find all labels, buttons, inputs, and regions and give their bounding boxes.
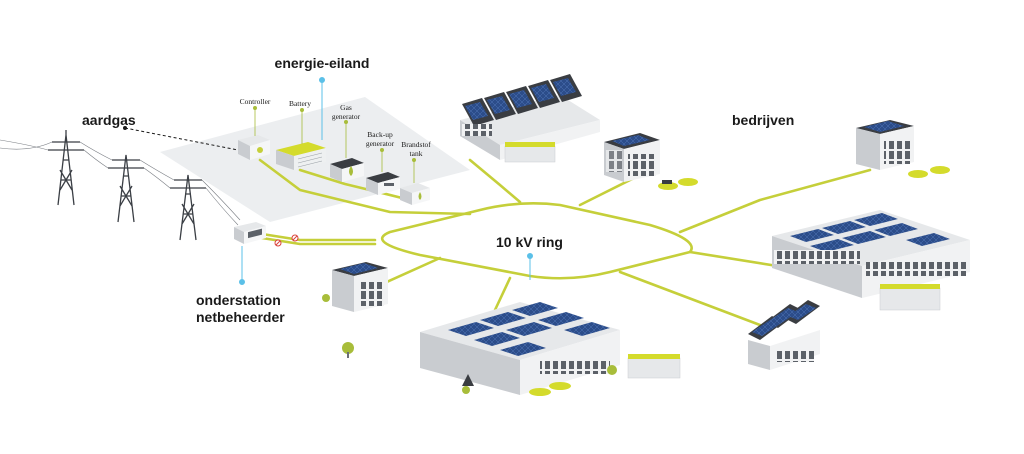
- label-fuel-1: Brandstof: [401, 140, 431, 149]
- cable-island-bus: [298, 168, 412, 202]
- controller-unit: [238, 135, 270, 160]
- solar-panel-icon: [465, 102, 488, 120]
- label-gas-gen-2: generator: [332, 112, 361, 121]
- office-northeast: [856, 120, 914, 170]
- solar-panel-icon: [564, 322, 610, 336]
- cable-small-factory: [618, 270, 762, 327]
- solar-panel-icon: [788, 304, 816, 320]
- solar-panel-icon: [752, 320, 780, 336]
- label-energy-island: energie-eiland: [275, 55, 370, 71]
- tree-icon: [322, 294, 354, 358]
- cable-office-ne: [678, 168, 872, 234]
- label-companies: bedrijven: [732, 112, 794, 128]
- solar-panel-icon: [500, 342, 546, 356]
- battery-icon: [276, 142, 326, 170]
- solar-panel-icon: [770, 308, 798, 324]
- cable-warehouse: [493, 276, 512, 312]
- label-substation-line2: netbeheerder: [196, 309, 285, 325]
- solar-panel-icon: [509, 90, 532, 108]
- label-10kv-ring: 10 kV ring: [496, 234, 563, 250]
- 10kv-ring: [380, 202, 693, 280]
- cable-island-ring: [258, 158, 472, 216]
- gas-pipeline: [124, 127, 239, 151]
- solar-panel-icon: [474, 332, 520, 346]
- office-left: [332, 262, 388, 312]
- cable-office-left: [378, 256, 442, 287]
- fuel-tank-unit: [400, 183, 430, 205]
- car-icon: [658, 178, 698, 190]
- label-battery: Battery: [289, 99, 311, 108]
- solar-panel-icon: [480, 312, 526, 326]
- solar-panel-icon: [810, 239, 854, 252]
- factory-northwest: [460, 74, 600, 163]
- solar-panel-icon: [854, 213, 898, 226]
- pylon-icon: [170, 174, 206, 241]
- label-backup-1: Back-up: [367, 130, 393, 139]
- car-icon: [908, 166, 950, 178]
- solar-panel-icon: [553, 78, 576, 96]
- office-middle: [604, 133, 660, 182]
- pylon-icon: [108, 154, 144, 223]
- solar-panel-icon: [874, 223, 918, 236]
- label-gas-gen-1: Gas: [340, 103, 352, 112]
- solar-panel-icon: [531, 84, 554, 102]
- solar-panel-icon: [612, 135, 650, 146]
- solar-panel-icon: [790, 229, 834, 242]
- solar-panel-icon: [512, 302, 558, 316]
- factory-southeast: [748, 300, 820, 370]
- label-controller: Controller: [240, 97, 271, 106]
- power-lines: [0, 139, 241, 226]
- solar-panel-icon: [822, 221, 866, 234]
- solar-panel-icon: [842, 231, 886, 244]
- pylon-icon: [48, 130, 84, 206]
- power-pylons: [0, 130, 241, 241]
- substation: [234, 222, 266, 244]
- solar-panel-icon: [906, 233, 950, 246]
- solar-panel-icon: [506, 322, 552, 336]
- gas-generator-unit: [330, 158, 364, 182]
- cable-substation-ring: [260, 232, 377, 242]
- solar-panel-icon: [448, 322, 494, 336]
- solar-panel-icon: [538, 312, 584, 326]
- cable-substation-ring-2: [260, 236, 377, 246]
- warehouse-south: [420, 302, 681, 395]
- cable-office-mid: [578, 173, 642, 207]
- car-icon: [529, 382, 571, 396]
- backup-generator-unit: [366, 172, 400, 195]
- cable-network: [258, 158, 872, 327]
- breaker-icon: [274, 234, 299, 247]
- label-fuel-2: tank: [410, 149, 423, 158]
- cable-factory-nw: [468, 158, 522, 204]
- office-large-east: [772, 210, 970, 311]
- label-natural-gas: aardgas: [82, 112, 136, 128]
- tree-icon: [462, 365, 617, 394]
- flame-icon: [349, 166, 353, 176]
- solar-panel-icon: [340, 263, 378, 274]
- label-substation-line1: onderstation: [196, 292, 281, 308]
- solar-panel-icon: [487, 96, 510, 114]
- label-backup-2: generator: [366, 139, 395, 148]
- flame-icon: [418, 192, 422, 200]
- solar-panel-icon: [864, 121, 904, 132]
